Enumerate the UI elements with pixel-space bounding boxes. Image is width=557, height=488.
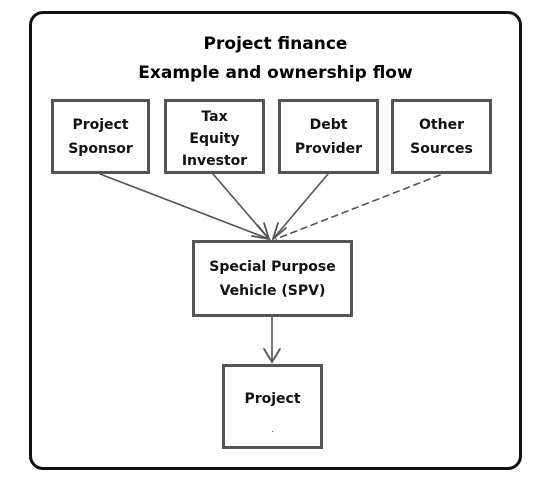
node-debt-provider: Debt Provider — [278, 99, 379, 174]
node-project-sponsor: Project Sponsor — [51, 99, 150, 174]
edge-debt-spv — [272, 173, 329, 240]
node-label: Other — [419, 116, 464, 133]
edge-sponsor-spv — [99, 173, 270, 240]
node-label: Sponsor — [68, 140, 133, 157]
node-label: Investor — [181, 152, 248, 169]
node-label: Debt — [309, 116, 348, 133]
arrowhead-tax — [257, 222, 270, 240]
node-tax-equity-investor: Tax Equity Investor — [164, 99, 265, 174]
node-project: Project . — [222, 364, 323, 449]
node-label: Provider — [294, 140, 363, 157]
arrowhead-debt — [271, 222, 287, 242]
arrowhead-project — [263, 348, 281, 364]
node-label-dot: . — [271, 424, 274, 435]
edge-other-spv — [275, 174, 441, 240]
node-other-sources: Other Sources — [391, 99, 492, 174]
node-label: Special Purpose — [209, 258, 336, 275]
node-label: Tax — [201, 108, 228, 125]
diagram-title: Project finance — [203, 34, 348, 54]
diagram-subtitle: Example and ownership flow — [138, 63, 413, 83]
node-label: Project — [244, 390, 301, 407]
node-label: Equity — [189, 130, 240, 147]
node-spv: Special Purpose Vehicle (SPV) — [192, 240, 353, 317]
node-label: Project — [72, 116, 129, 133]
node-label: Vehicle (SPV) — [219, 282, 326, 299]
node-label: Sources — [410, 140, 473, 157]
